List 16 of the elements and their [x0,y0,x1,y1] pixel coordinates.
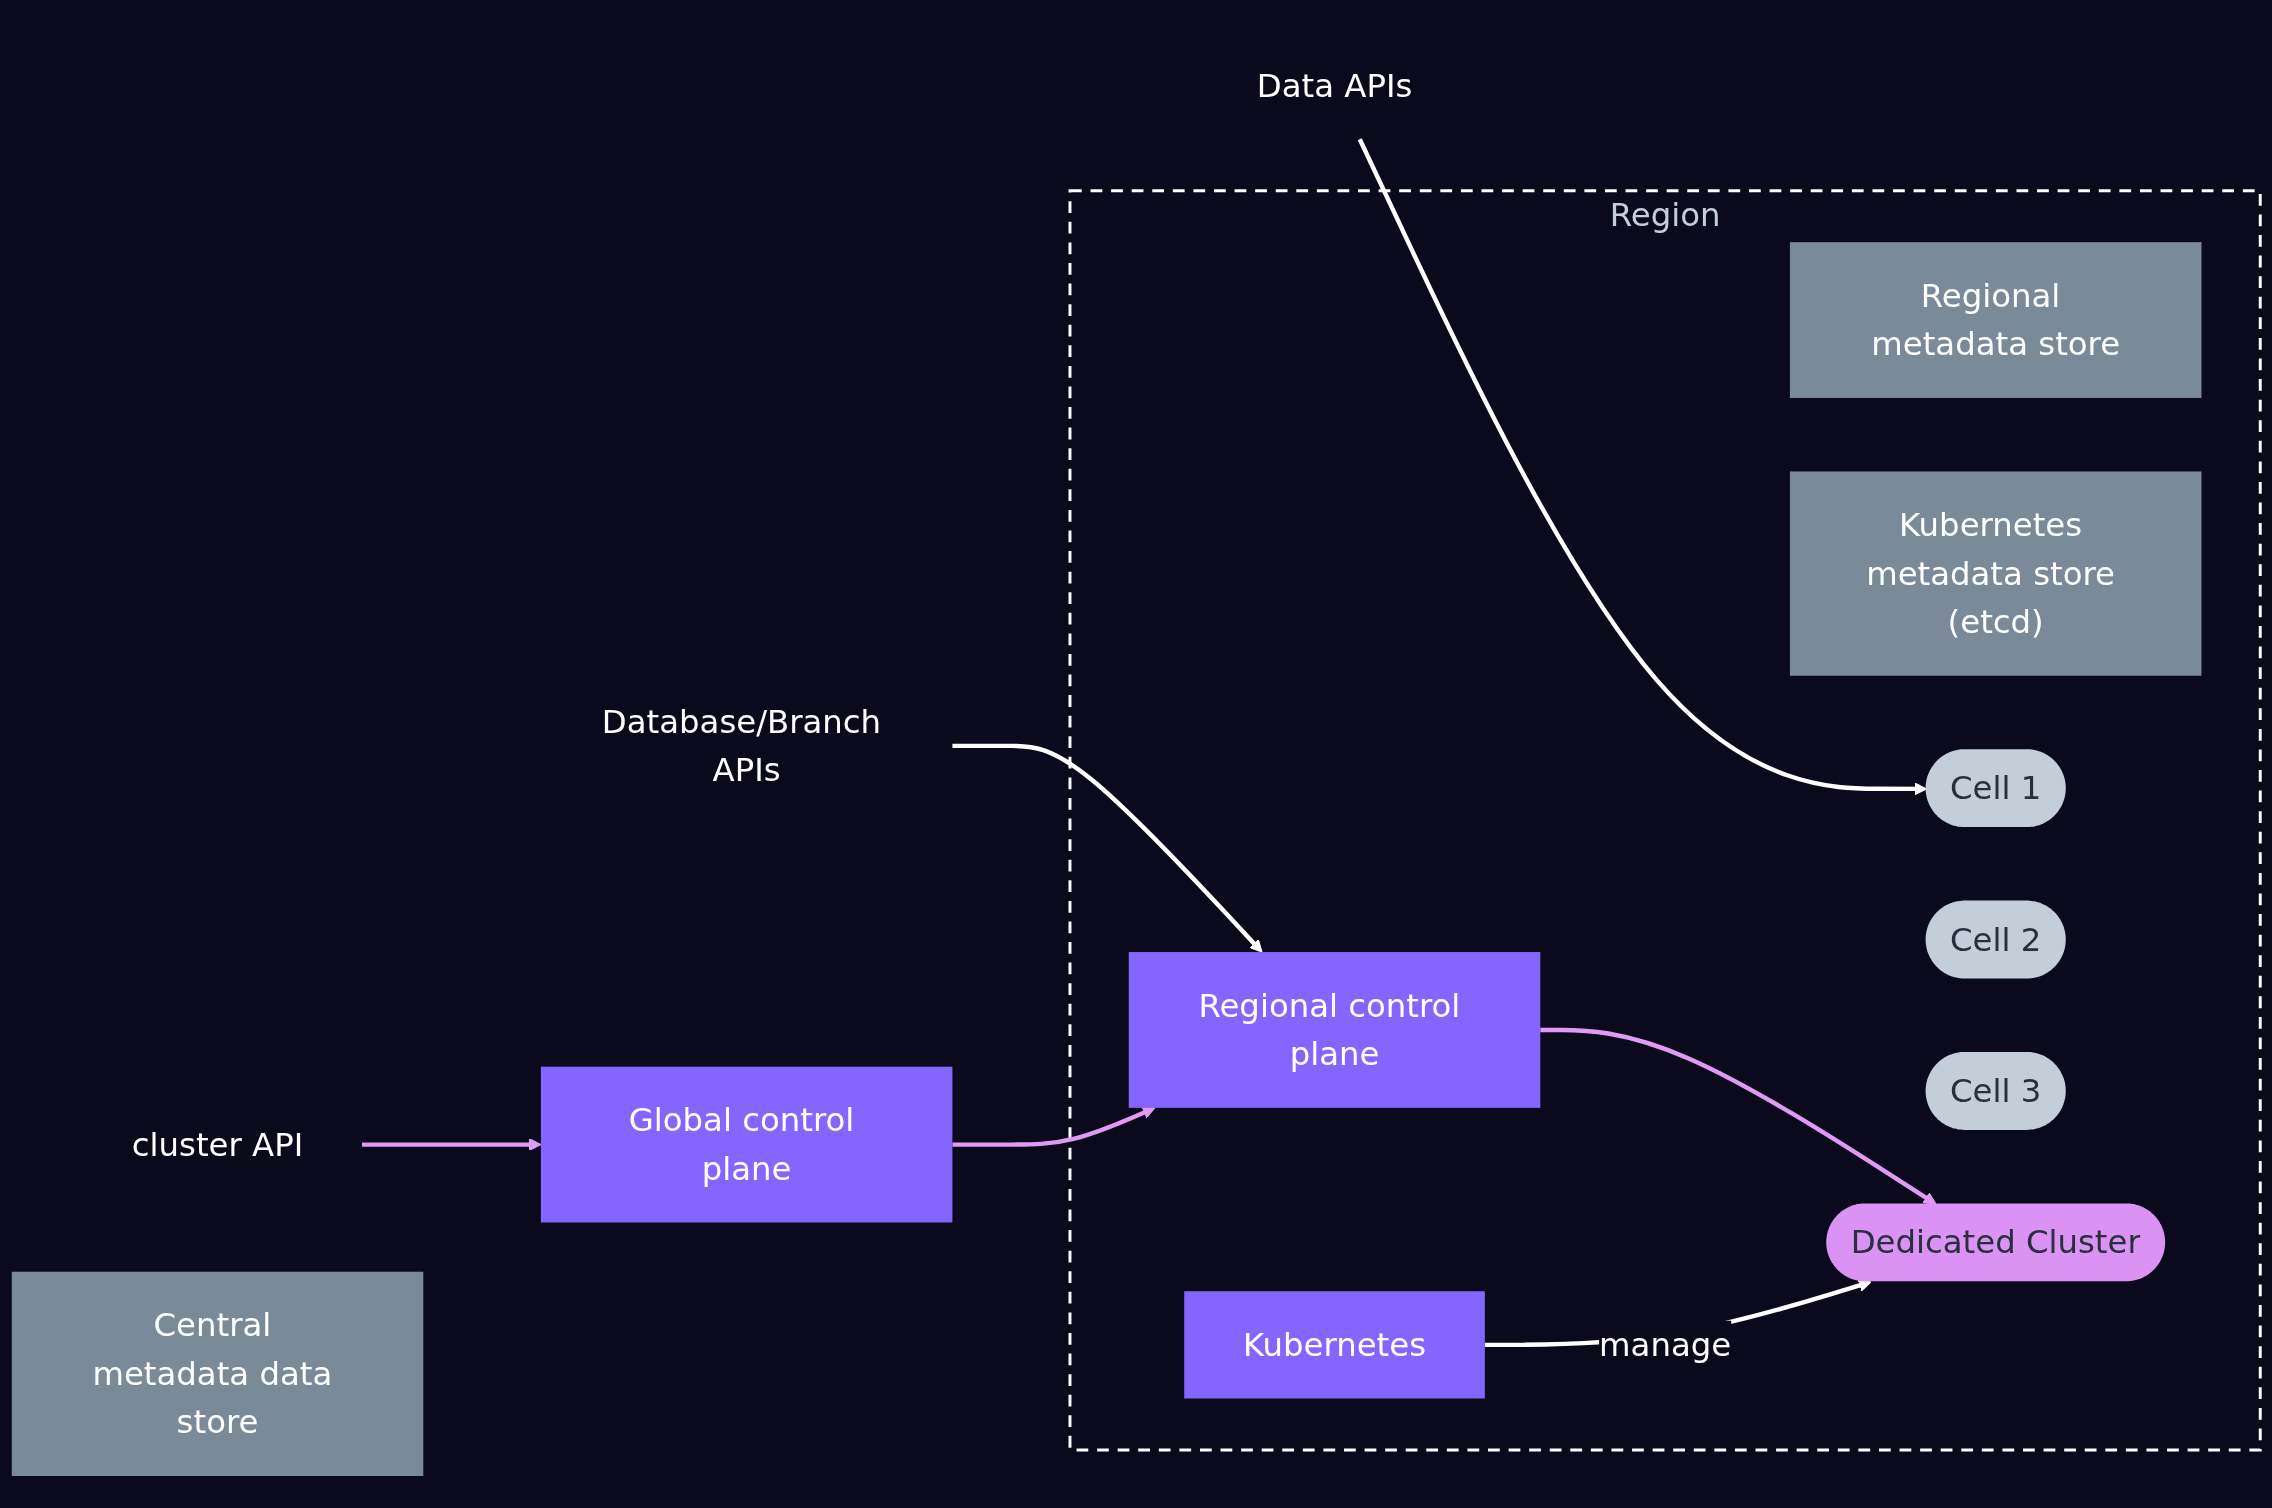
node-text: Database/Branch APIs [601,703,882,789]
node-box: Regional metadata store [1789,242,2202,398]
node-text: cluster API [131,1126,304,1163]
arrow [952,1106,1156,1147]
node-box: Regional control plane [1128,952,1541,1108]
arrow [1357,138,1927,796]
node-text: Data APIs [1256,67,1413,104]
node-box: Kubernetes metadata store (etcd) [1789,471,2202,676]
arrow [1540,1027,1937,1205]
node-box: Central metadata data store [11,1271,424,1476]
node-box: Global control plane [540,1066,953,1223]
arrow [952,743,1263,953]
edge-label: manage [1599,1326,1732,1364]
arrow [362,1138,542,1152]
node-box: Kubernetes [1184,1291,1485,1399]
node-box: Dedicated Cluster [1826,1203,2166,1282]
